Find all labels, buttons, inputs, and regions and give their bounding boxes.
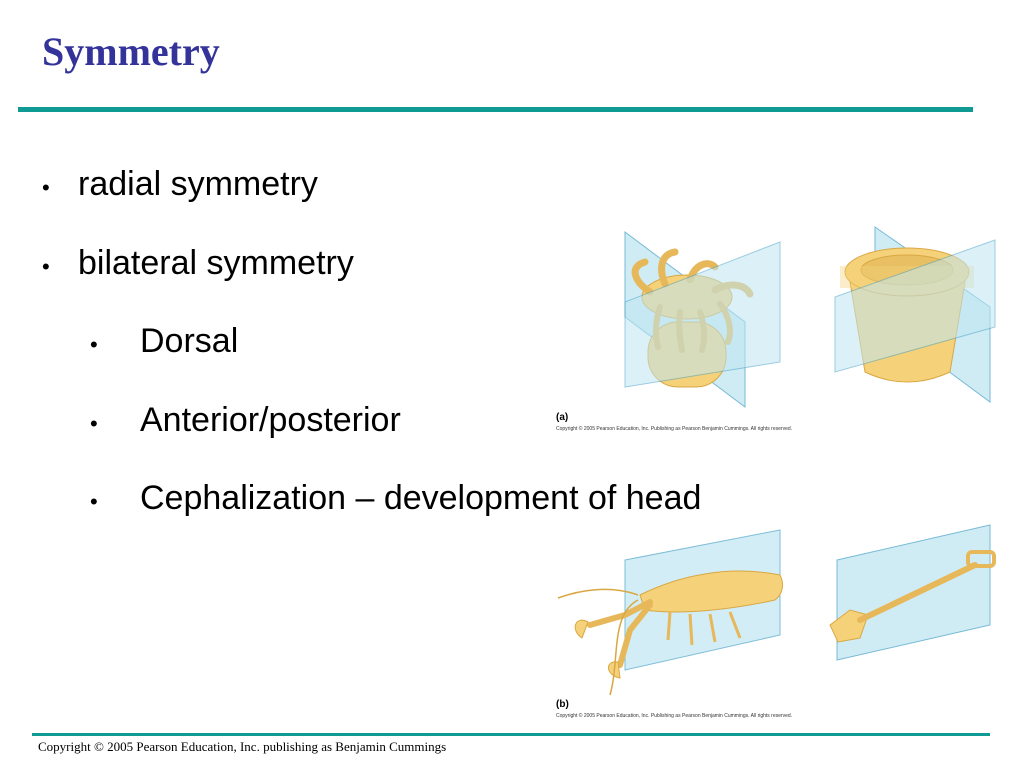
figure-a-label: (a) (556, 412, 568, 423)
bullet-marker: • (42, 175, 50, 200)
anemone-illustration (624, 231, 781, 408)
bullet-text: Anterior/posterior (140, 401, 401, 439)
bullet-marker: • (90, 489, 98, 514)
slide-title: Symmetry (42, 29, 220, 74)
sub-bullet-item: • Dorsal (90, 324, 238, 358)
bullet-item: • radial symmetry (42, 167, 318, 201)
footer-divider (32, 733, 990, 736)
bullet-marker: • (90, 411, 98, 436)
footer-copyright: Copyright © 2005 Pearson Education, Inc.… (38, 739, 447, 754)
flower-pot-illustration (834, 226, 996, 403)
bullet-marker: • (42, 254, 50, 279)
figure-b-credit: Copyright © 2005 Pearson Education, Inc.… (556, 712, 792, 719)
lobster-illustration (557, 529, 783, 696)
sub-bullet-item: • Cephalization – development of head (90, 481, 701, 515)
title-divider (18, 107, 973, 112)
shovel-illustration (829, 524, 996, 661)
bullet-text: bilateral symmetry (78, 244, 354, 282)
figure-bilateral-symmetry: (b) Copyright © 2005 Pearson Education, … (556, 524, 996, 719)
bullet-text: Cephalization – development of head (140, 479, 702, 517)
figure-a-credit: Copyright © 2005 Pearson Education, Inc.… (556, 425, 792, 432)
bullet-text: radial symmetry (78, 165, 318, 203)
sub-bullet-item: • Anterior/posterior (90, 403, 401, 437)
figure-b-label: (b) (556, 699, 569, 710)
bullet-text: Dorsal (140, 322, 239, 360)
bullet-marker: • (90, 332, 98, 357)
bullet-item: • bilateral symmetry (42, 246, 354, 280)
figure-radial-symmetry: (a) Copyright © 2005 Pearson Education, … (556, 226, 996, 432)
